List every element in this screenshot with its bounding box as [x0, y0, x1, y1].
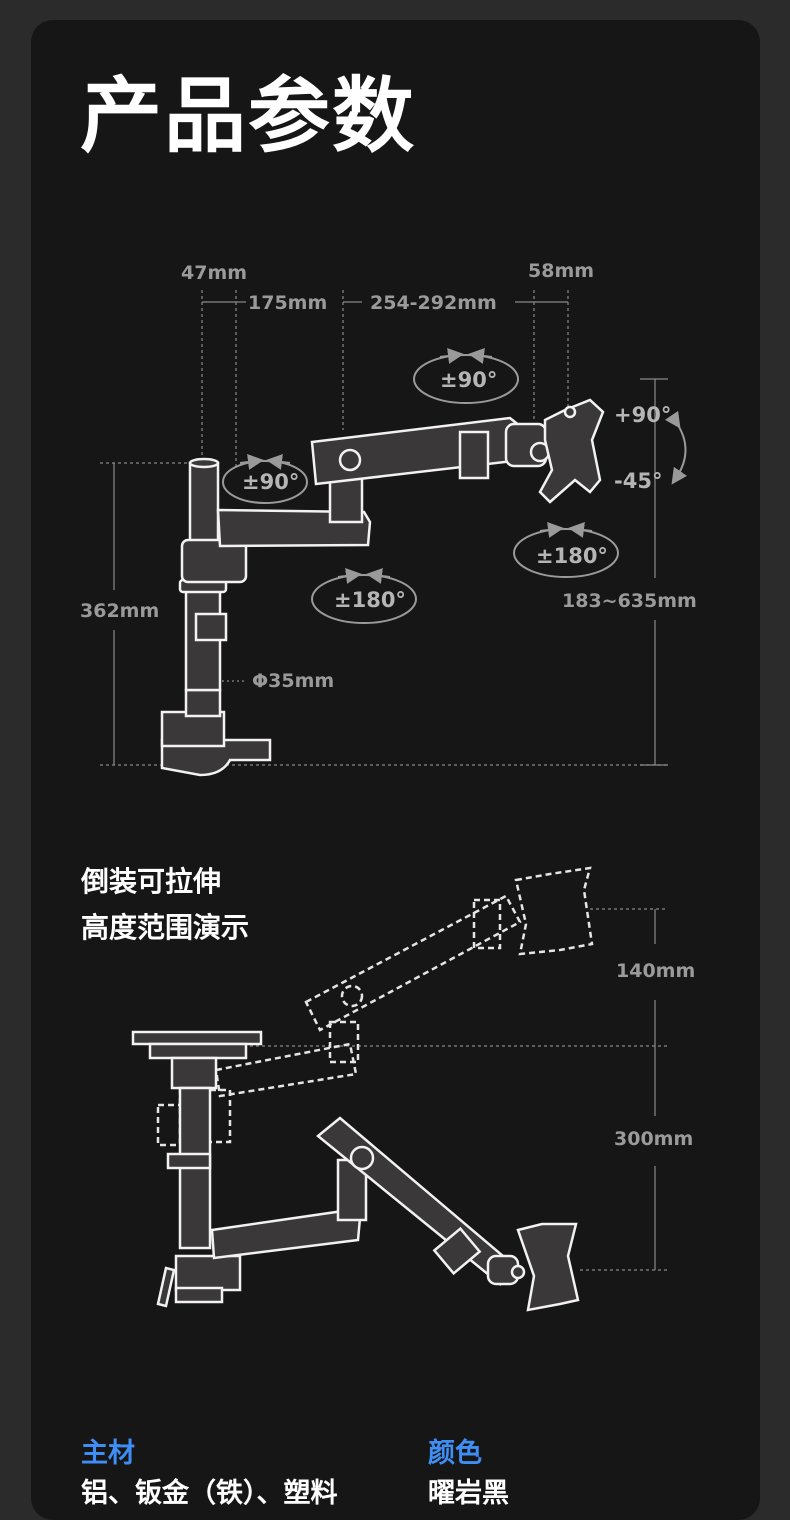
dim-140mm: 140mm — [616, 960, 696, 982]
material-label: 主材 — [81, 1438, 135, 1469]
extended-arm-outline — [156, 866, 594, 1147]
rotation-head: ±180° — [536, 544, 608, 568]
rotation-arm-top: ±90° — [440, 368, 498, 392]
color-label: 颜色 — [428, 1438, 482, 1469]
dim-47mm: 47mm — [181, 262, 248, 284]
inverted-arm-drawing — [131, 1030, 580, 1312]
page-title: 产品参数 — [80, 69, 417, 164]
dim-254-292mm: 254-292mm — [370, 292, 497, 314]
tilt-down: -45° — [614, 469, 663, 493]
inverted-dimension-lines — [220, 908, 668, 1271]
color-value: 曜岩黑 — [428, 1478, 509, 1509]
dim-183-635mm: 183~635mm — [562, 590, 697, 612]
spec-card — [31, 20, 760, 1520]
dim-58mm: 58mm — [528, 260, 595, 282]
dimension-lines — [100, 290, 668, 766]
inverted-caption-line2: 高度范围演示 — [81, 911, 250, 944]
dim-pole-diameter: Φ35mm — [252, 670, 335, 692]
rotate-arrows-icon — [222, 348, 688, 624]
monitor-arm-drawing — [160, 398, 605, 777]
inverted-caption-line1: 倒装可拉伸 — [81, 865, 222, 898]
tilt-up: +90° — [614, 403, 672, 427]
rotation-arm-base: ±90° — [242, 470, 300, 494]
rotation-joint: ±180° — [334, 588, 406, 612]
material-value: 铝、钣金（铁）、塑料 — [81, 1478, 338, 1509]
dim-300mm: 300mm — [614, 1128, 694, 1150]
dim-362mm: 362mm — [80, 600, 160, 622]
dim-175mm: 175mm — [248, 292, 328, 314]
